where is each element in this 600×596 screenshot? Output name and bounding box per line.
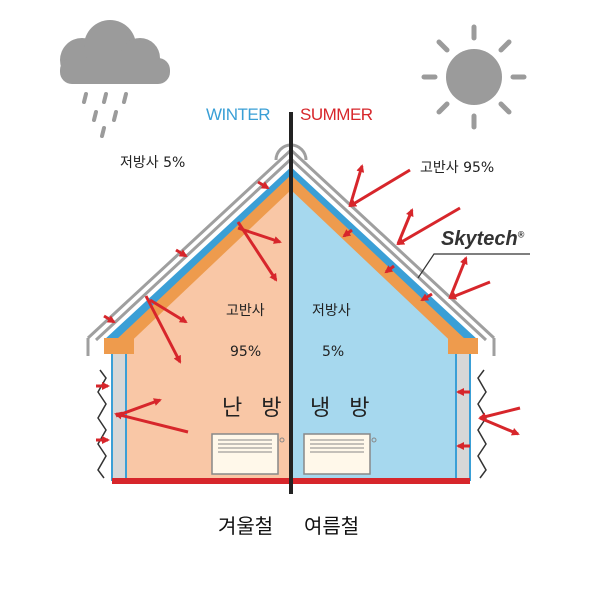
right-top-note: 고반사 95%: [420, 160, 495, 176]
left-top-note: 저방사 5%: [120, 155, 186, 171]
cooling-label: 냉 방: [310, 396, 376, 421]
inner-right-title: 저방사: [312, 303, 351, 319]
radiator-icon: [303, 433, 377, 475]
winter-label: WINTER: [206, 105, 271, 124]
brand-name: Skytech: [441, 228, 518, 250]
radiator-icon: [211, 433, 285, 475]
bottom-right-label: 여름철: [304, 514, 360, 538]
inner-left-title: 고반사: [226, 303, 265, 319]
inner-right-value: 5%: [322, 344, 345, 360]
sun-icon: [421, 24, 527, 130]
summer-interior: [291, 190, 462, 478]
bottom-left-label: 겨울철: [218, 514, 274, 538]
rain-cloud-icon: [60, 20, 170, 138]
heating-label: 난 방: [222, 396, 288, 421]
brand-label: Skytech®: [441, 228, 524, 251]
summer-label: SUMMER: [300, 105, 373, 124]
skytech-leader-line: [417, 253, 530, 279]
heat-arrows: [96, 164, 521, 450]
winter-interior: [120, 190, 291, 478]
brand-mark: ®: [517, 229, 525, 240]
inner-left-value: 95%: [230, 344, 262, 360]
